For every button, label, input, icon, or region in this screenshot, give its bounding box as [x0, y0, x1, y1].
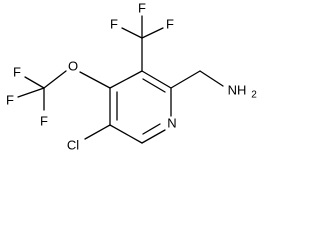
bond-c4-o	[79, 71, 111, 89]
bond-ch2-nh2	[199, 70, 224, 87]
amine-subscript-label: 2	[251, 90, 257, 101]
atom-labels: F F F O F F F Cl N NH 2	[6, 1, 257, 153]
bond-cf3-f-left	[121, 27, 143, 39]
bonds	[17, 15, 224, 144]
oxygen-label: O	[68, 59, 78, 74]
fluorine-label-ocf3-top: F	[13, 65, 21, 80]
bond-o-ocf3	[43, 70, 67, 89]
nitrogen-label: N	[167, 116, 176, 131]
fluorine-label-ocf3-middle: F	[6, 93, 14, 108]
bond-ring-c3-c2-inner	[142, 78, 166, 93]
bond-c2-ch2	[170, 70, 201, 89]
bond-ocf3-f-top	[24, 76, 45, 89]
bond-ocf3-f-middle	[17, 87, 45, 98]
structural-formula: F F F O F F F Cl N NH 2	[6, 1, 257, 153]
fluorine-label-cf3-top: F	[138, 1, 146, 16]
bond-ring-n-c6-inner	[142, 123, 161, 135]
bond-ring-c3-c4	[109, 70, 143, 89]
fluorine-label-cf3-left: F	[110, 17, 118, 32]
fluorine-label-cf3-right: F	[166, 17, 174, 32]
fluorine-label-ocf3-bottom: F	[40, 114, 48, 129]
bond-ring-c6-c5	[109, 124, 143, 144]
bond-c5-cl	[84, 124, 111, 140]
amine-label: NH	[228, 83, 247, 98]
bond-ring-c3-c2	[141, 70, 172, 89]
chlorine-label: Cl	[67, 138, 79, 153]
bond-ring-n-c6	[141, 129, 166, 144]
bond-cf3-f-right	[141, 27, 164, 39]
